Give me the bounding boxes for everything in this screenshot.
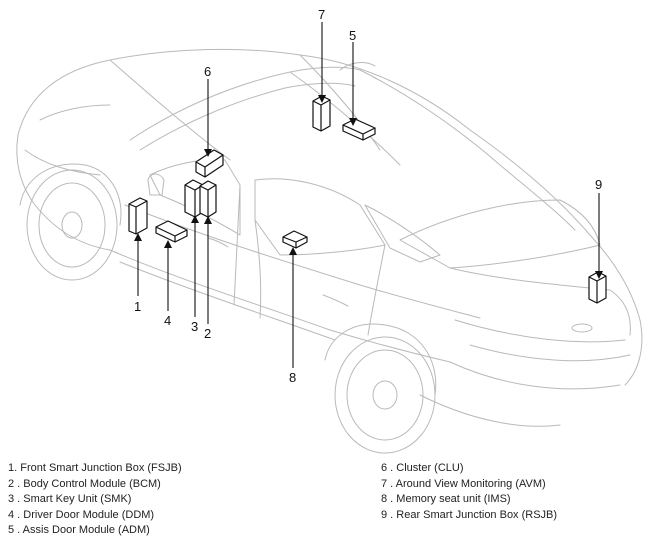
- module-clu: [195, 149, 224, 178]
- module-shapes: [128, 95, 607, 304]
- callout-9: 9: [595, 177, 602, 192]
- legend-item-4: 4 . Driver Door Module (DDM): [8, 508, 155, 521]
- callout-numbers: 1 2 3 4 5 6 7 8 9: [134, 7, 602, 385]
- legend-item-3: 3 . Smart Key Unit (SMK): [8, 493, 132, 506]
- module-fsjb: [128, 197, 148, 235]
- callout-4: 4: [164, 313, 171, 328]
- module-bcm: [199, 180, 217, 218]
- module-adm: [342, 118, 376, 141]
- car-outline: [16, 48, 643, 454]
- module-avm: [312, 95, 331, 132]
- legend-item-2: 2 . Body Control Module (BCM): [8, 477, 161, 490]
- legend-item-8: 8 . Memory seat unit (IMS): [381, 493, 511, 506]
- legend-item-7: 7 . Around View Monitoring (AVM): [381, 477, 546, 490]
- callout-2: 2: [204, 326, 211, 341]
- legend-item-9: 9 . Rear Smart Junction Box (RSJB): [381, 508, 558, 521]
- callout-8: 8: [289, 370, 296, 385]
- legend-item-6: 6 . Cluster (CLU): [381, 462, 464, 474]
- callout-5: 5: [349, 28, 356, 43]
- module-ddm: [155, 220, 188, 243]
- module-ims: [282, 230, 308, 249]
- legend-item-5: 5 . Assis Door Module (ADM): [8, 524, 150, 537]
- callout-6: 6: [204, 64, 211, 79]
- legend-left: 1. Front Smart Junction Box (FSJB) 2 . B…: [8, 461, 182, 539]
- module-rsjb: [588, 271, 607, 304]
- callout-3: 3: [191, 319, 198, 334]
- leader-lines: [134, 22, 603, 368]
- callout-1: 1: [134, 299, 141, 314]
- callout-7: 7: [318, 7, 325, 22]
- legend-item-1: 1. Front Smart Junction Box (FSJB): [8, 462, 182, 474]
- legend-right: 6 . Cluster (CLU) 7 . Around View Monito…: [381, 461, 557, 523]
